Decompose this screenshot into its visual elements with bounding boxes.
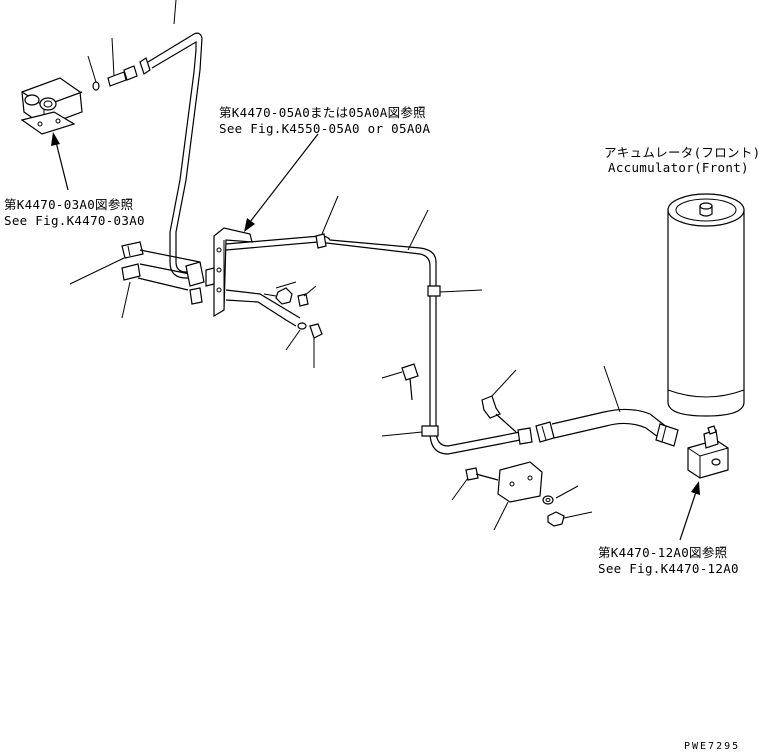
- ref-label-top-en: See Fig.K4550-05A0 or 05A0A: [219, 121, 431, 136]
- bolt-icon: [381, 363, 419, 401]
- bracket-icon: [213, 227, 253, 318]
- valve-block-icon: [20, 77, 83, 135]
- washer-icon: [542, 485, 579, 505]
- washer-icon: [87, 55, 100, 91]
- nut-icon: [547, 511, 593, 527]
- elbow-fitting-icon: [107, 37, 138, 87]
- ref-label-bottom-en: See Fig.K4470-12A0: [598, 561, 739, 576]
- clamp-icon: [315, 195, 483, 437]
- nut-icon: [263, 281, 323, 368]
- ref-label-left-jp: 第K4470-03A0図参照: [4, 197, 134, 212]
- accumulator-icon: [667, 193, 745, 417]
- tube-icon: [137, 235, 521, 455]
- ref-label-top-jp: 第K4470-05A0または05A0A図参照: [219, 105, 426, 120]
- elbow-fitting-icon: [185, 261, 215, 305]
- accumulator-label-en: Accumulator(Front): [608, 160, 749, 175]
- ref-label-bottom-jp: 第K4470-12A0図参照: [598, 545, 728, 560]
- pointer-arrow-icon: [51, 132, 69, 191]
- pointer-arrow-icon: [679, 481, 700, 541]
- pointer-arrow-icon: [244, 133, 319, 232]
- bolt-icon: [451, 467, 499, 501]
- bracket-icon: [493, 461, 543, 531]
- washer-icon: [285, 322, 307, 351]
- elbow-fitting-icon: [655, 423, 679, 447]
- ref-label-left-en: See Fig.K4470-03A0: [4, 213, 145, 228]
- clamp-icon: [69, 241, 144, 319]
- hose-icon: [551, 365, 669, 441]
- tube-icon: [139, 0, 203, 279]
- elbow-fitting-icon: [517, 421, 555, 445]
- elbow-fitting-icon: [481, 369, 517, 433]
- drawing-code: PWE7295: [684, 741, 741, 752]
- valve-block-icon: [687, 425, 729, 479]
- accumulator-label-jp: アキュムレータ(フロント): [604, 145, 761, 160]
